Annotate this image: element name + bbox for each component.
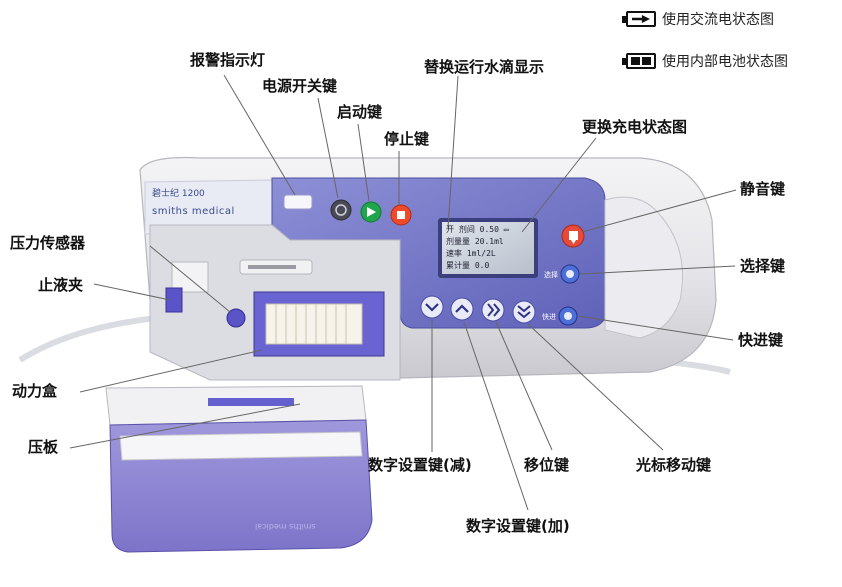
bell-icon: [569, 231, 578, 244]
label-power-box: 动力盒: [12, 382, 58, 400]
ac-power-icon: [622, 11, 656, 27]
device-model-text: 碧士纪 1200: [152, 189, 205, 199]
chevron-up-icon: [455, 304, 469, 313]
alarm-indicator-light: [283, 194, 313, 210]
battery-icon: [622, 53, 656, 69]
legend-battery: 使用内部电池状态图: [622, 51, 788, 71]
lcd-screen: [442, 222, 534, 274]
stop-icon: [397, 211, 405, 219]
label-mute-key: 静音键: [740, 180, 786, 198]
label-select-key: 选择键: [740, 257, 786, 275]
clamp-housing: [171, 261, 209, 293]
play-icon: [367, 207, 376, 217]
flow-clamp: [165, 287, 183, 313]
select-button-tag: 选择: [544, 271, 558, 279]
select-dot-icon: [566, 270, 574, 278]
lcd-line-4: 累计量 0.0: [446, 261, 490, 270]
label-alarm-light: 报警指示灯: [190, 51, 266, 69]
label-press-plate: 压板: [28, 438, 59, 456]
label-clamp: 止液夹: [38, 276, 84, 294]
label-pressure-sensor: 压力传感器: [10, 234, 86, 252]
label-digit-decrease: 数字设置键(减): [368, 456, 472, 474]
fast-forward-dot-icon: [564, 312, 572, 320]
lcd-line-3: 速率 1ml/2L: [446, 249, 496, 258]
label-drip-display: 替换运行水滴显示: [424, 58, 545, 76]
legend-battery-label: 使用内部电池状态图: [662, 54, 788, 70]
door-lid-inner: [119, 431, 363, 461]
fast-button-tag: 快进: [542, 313, 556, 321]
power-icon: [335, 204, 347, 216]
label-charge-icon: 更换充电状态图: [582, 118, 688, 136]
label-stop-key: 停止键: [384, 130, 430, 148]
power-button[interactable]: [330, 199, 352, 221]
label-start-key: 启动键: [337, 103, 383, 121]
pump-end-cap: [604, 196, 683, 339]
lcd-line-1: 开 剂间 0.50 ▭: [446, 225, 509, 234]
legend-ac-label: 使用交流电状态图: [662, 12, 774, 28]
leader-lines: [69, 74, 737, 511]
chevron-down-icon: [425, 303, 439, 312]
device-brand-text: smiths medical: [152, 206, 235, 217]
double-chevron-down-icon: [517, 305, 531, 319]
holder-rod: [248, 265, 296, 269]
digit-decrease-button[interactable]: [420, 295, 444, 319]
legend-ac: 使用交流电状态图: [622, 9, 774, 29]
label-digit-increase: 数字设置键(加): [466, 517, 570, 535]
digit-increase-button[interactable]: [450, 297, 474, 321]
label-shift-key: 移位键: [524, 456, 570, 474]
lcd-line-2: 剂量量 20.1ml: [446, 237, 504, 246]
drive-gear-teeth: [265, 303, 363, 345]
lid-brand-text: smiths medical: [255, 522, 316, 531]
double-chevron-right-icon: [487, 303, 501, 317]
label-fast-forward-key: 快进键: [738, 331, 784, 349]
press-plate-bar: [208, 398, 294, 406]
pressure-sensor: [226, 308, 246, 328]
label-cursor-key: 光标移动键: [636, 456, 712, 474]
label-power-key: 电源开关键: [262, 77, 338, 95]
